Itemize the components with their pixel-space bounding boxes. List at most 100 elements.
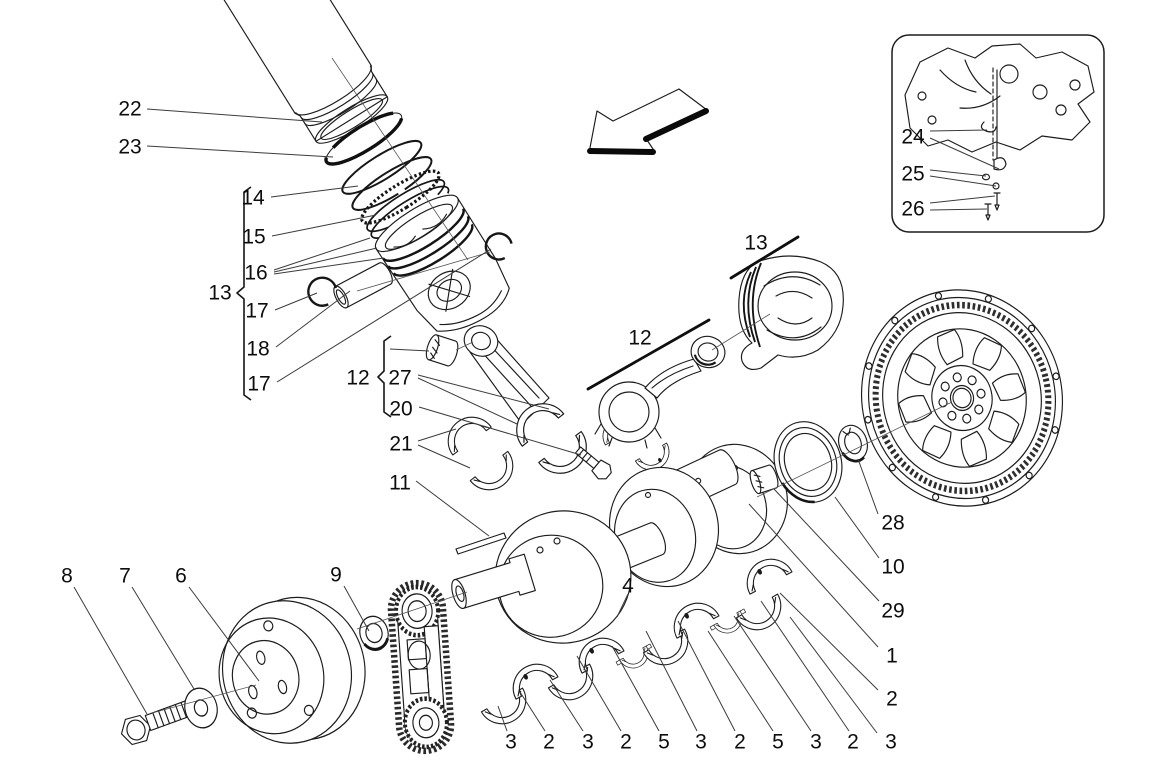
- leader-line: [417, 428, 457, 442]
- part-label-18: 18: [246, 338, 269, 361]
- leader-line: [415, 480, 490, 537]
- bracket-12: [377, 335, 392, 418]
- leader-line: [271, 214, 377, 237]
- leader-line: [270, 185, 359, 198]
- pulley-washer: [184, 687, 218, 729]
- part-label-15: 15: [242, 226, 265, 249]
- leader-line: [417, 444, 471, 469]
- crankshaft: [451, 443, 788, 644]
- leader-line: [616, 593, 629, 618]
- rear-main-seal: [773, 421, 843, 504]
- leader-line: [773, 488, 880, 602]
- part-label-3-stack: 3: [885, 731, 897, 754]
- leader-line: [389, 348, 430, 352]
- part-label-12-bracket: 12: [346, 367, 369, 390]
- part-label-24: 24: [901, 126, 925, 149]
- part-label-10: 10: [881, 556, 904, 579]
- part-label-row-5: 5: [658, 731, 670, 754]
- stroke-13-piston: [729, 235, 800, 280]
- part-label-22: 22: [118, 98, 141, 121]
- leader-line: [549, 679, 584, 732]
- part-label-17-lower: 17: [247, 373, 270, 396]
- leader-line: [760, 600, 850, 732]
- part-label-16: 16: [244, 262, 267, 285]
- piston-ring-set: [341, 139, 450, 239]
- part-label-27: 27: [388, 367, 411, 390]
- leader-line: [929, 137, 1000, 170]
- part-label-4: 4: [622, 575, 634, 598]
- leader-line: [146, 108, 323, 123]
- inset-engine-art: [904, 43, 1095, 221]
- leader-line: [645, 630, 698, 732]
- axis-line: [356, 591, 468, 630]
- flywheel: [860, 289, 1064, 507]
- part-label-row-3: 3: [582, 731, 594, 754]
- leader-line: [418, 406, 582, 456]
- part-label-12-rod: 12: [628, 327, 651, 350]
- leader-line: [274, 292, 318, 311]
- reference-strokes: [586, 235, 800, 391]
- group-brackets: [236, 186, 392, 418]
- part-label-row-6: 3: [695, 731, 707, 754]
- part-label-13-piston: 13: [744, 232, 767, 255]
- leader-line: [929, 195, 996, 204]
- leader-line: [789, 616, 878, 734]
- part-label-1: 1: [886, 645, 898, 668]
- wrist-pin: [333, 262, 393, 309]
- part-label-17-upper: 17: [245, 300, 268, 323]
- part-label-row-7: 2: [734, 731, 746, 754]
- part-label-row-9: 3: [810, 731, 822, 754]
- part-label-row-8: 5: [772, 731, 784, 754]
- leader-line: [733, 615, 812, 732]
- leader-line: [519, 691, 546, 732]
- inset-box: [891, 34, 1105, 233]
- part-label-20: 20: [389, 398, 412, 421]
- part-label-23: 23: [118, 136, 141, 159]
- leader-line: [748, 503, 879, 648]
- bracket-13: [236, 186, 252, 401]
- part-label-25: 25: [901, 163, 924, 186]
- part-label-8: 8: [61, 565, 73, 588]
- leader-line: [273, 257, 385, 275]
- leader-line: [275, 290, 351, 348]
- leader-line: [611, 645, 660, 732]
- leader-line: [276, 248, 492, 383]
- leader-line: [677, 620, 736, 732]
- rod-small-end-bushing: [425, 334, 459, 367]
- leader-line: [73, 586, 148, 715]
- crank-pulley: [218, 596, 366, 744]
- axis-line: [455, 341, 474, 351]
- leader-line: [929, 169, 987, 177]
- circlip-right: [484, 232, 513, 261]
- circlip-left: [307, 276, 338, 307]
- leader-line: [273, 237, 371, 271]
- leader-line: [857, 458, 879, 515]
- rod-bearing-shells: [438, 407, 523, 500]
- leader-line: [417, 377, 518, 425]
- leader-line: [929, 129, 988, 132]
- part-label-26: 26: [901, 198, 924, 221]
- direction-arrow: [587, 88, 709, 155]
- leader-line: [273, 247, 378, 273]
- leader-line: [188, 586, 260, 682]
- axis-line: [331, 57, 469, 261]
- part-label-7: 7: [119, 565, 131, 588]
- connecting-rod-2: [594, 335, 726, 449]
- part-label-21: 21: [389, 433, 412, 456]
- part-label-row-1: 3: [505, 731, 517, 754]
- woodruff-key: [455, 532, 507, 555]
- leader-line: [929, 175, 997, 187]
- liner-o-ring: [324, 111, 404, 166]
- axis-line: [356, 251, 491, 292]
- part-label-row-10: 2: [847, 731, 859, 754]
- leader-line: [576, 655, 622, 732]
- leader-line: [779, 592, 879, 691]
- part-label-14: 14: [241, 187, 265, 210]
- cylinder-liner: [206, 0, 389, 144]
- connecting-rod-1: [463, 325, 550, 425]
- leader-line: [834, 496, 880, 559]
- part-label-13-left: 13: [208, 282, 231, 305]
- leader-line: [343, 585, 370, 632]
